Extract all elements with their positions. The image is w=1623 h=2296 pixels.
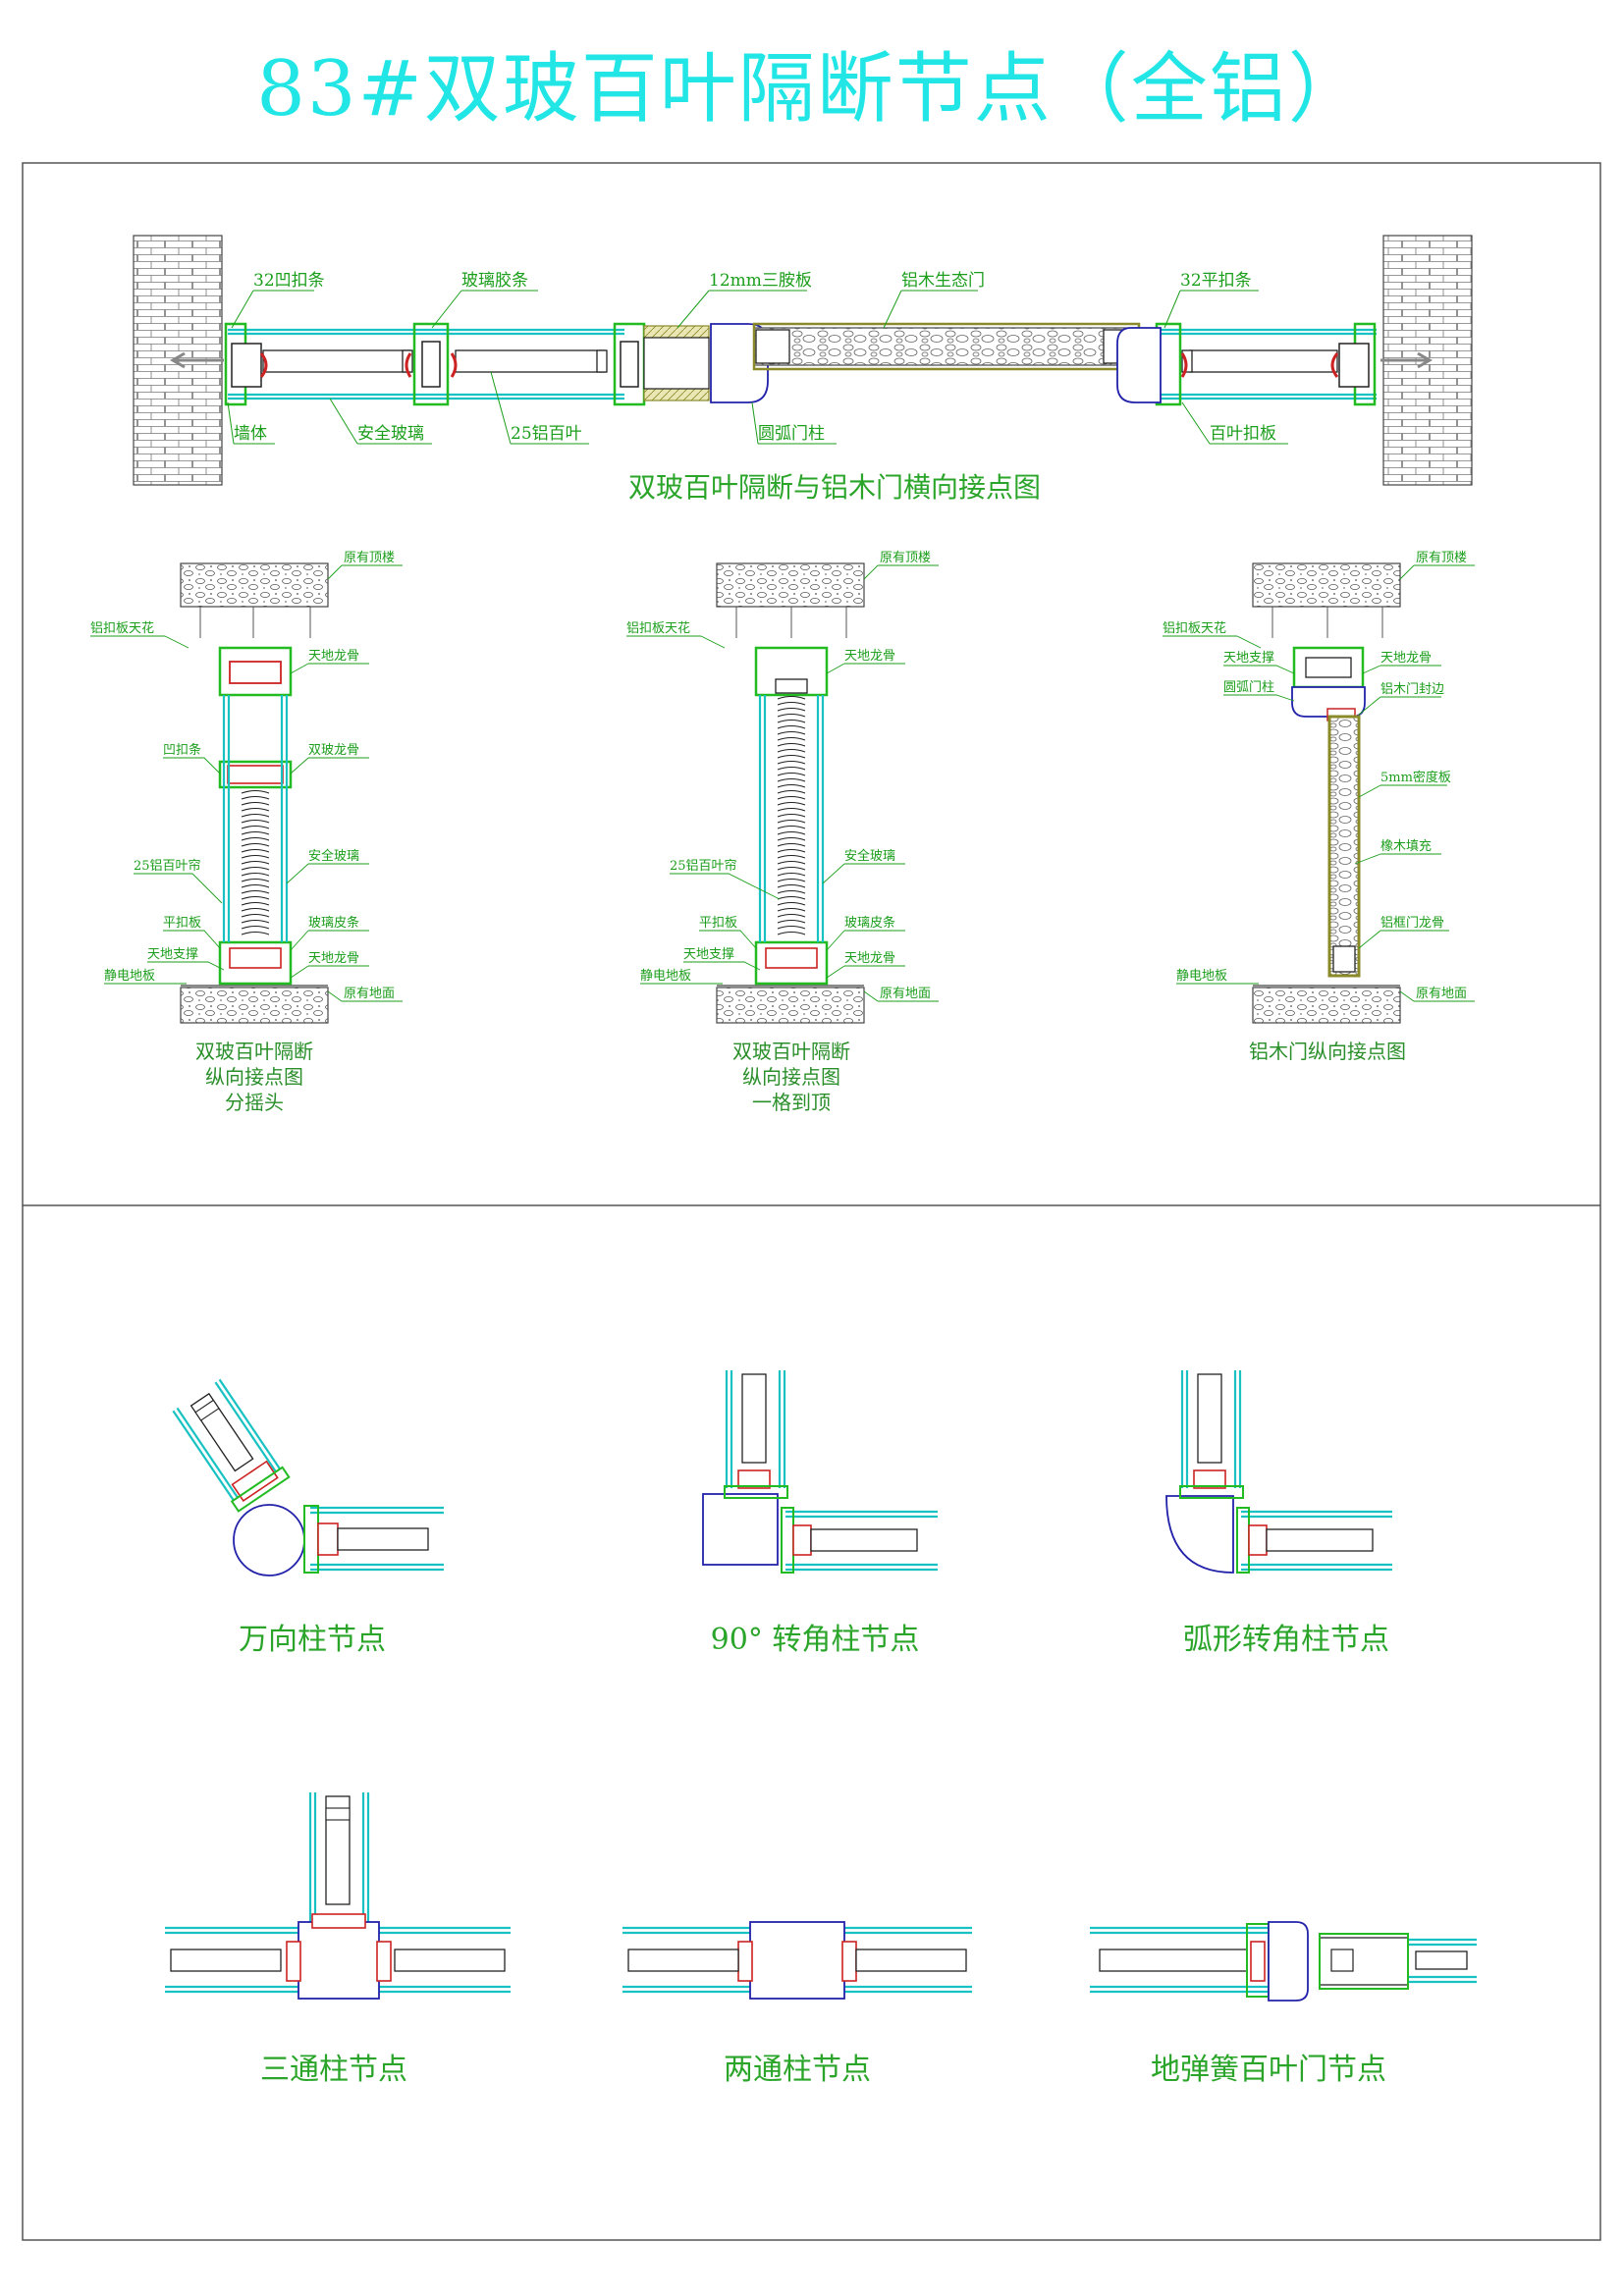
- node-90-corner: 90° 转角柱节点: [702, 1370, 938, 1657]
- s3-caption-0: 铝木门纵向接点图: [1249, 1040, 1406, 1063]
- melamine-board-top: [643, 325, 710, 339]
- label-wall: 墙体: [234, 424, 267, 444]
- door-leaf: [753, 327, 1140, 366]
- melamine-board-bottom: [643, 388, 710, 401]
- s1-label-5: 25铝百叶帘: [134, 858, 201, 874]
- label-12mm-melamine: 12mm三胺板: [709, 271, 812, 291]
- s1-label-12: 原有地面: [344, 987, 395, 1001]
- horizontal-junction-diagram: 32凹扣条 玻璃胶条 12mm三胺板 铝木生态门 32平扣条 墙体 安全玻璃 2…: [133, 235, 1473, 504]
- s2-caption-2: 一格到顶: [752, 1091, 831, 1114]
- s2-label-10: 原有地面: [880, 987, 931, 1001]
- s3-label-1: 铝扣板天花: [1163, 620, 1226, 636]
- node-straight-post: 两通柱节点: [622, 1921, 972, 2087]
- blind-slats: [777, 695, 806, 935]
- vertical-section-2: 原有顶楼 铝扣板天花 天地龙骨 25铝百叶帘 安全玻璃 平扣板 玻璃皮条 天地支…: [626, 551, 939, 1114]
- label-blind-cover-plate: 百叶扣板: [1210, 424, 1276, 444]
- s1-label-1: 铝扣板天花: [90, 620, 154, 636]
- s2-label-0: 原有顶楼: [880, 551, 931, 565]
- s1-label-3: 凹扣条: [163, 742, 201, 758]
- s2-label-5: 平扣板: [699, 916, 737, 931]
- blind-slats: [241, 789, 270, 935]
- s2-label-6: 玻璃皮条: [844, 915, 895, 931]
- s2-label-8: 天地龙骨: [844, 951, 895, 966]
- vertical-section-3: 原有顶楼 铝扣板天花 天地支撑 天地龙骨 圆弧门柱 铝木门封边 5mm密度板 橡…: [1163, 551, 1475, 1063]
- s1-label-8: 玻璃皮条: [308, 915, 359, 931]
- s2-caption-1: 纵向接点图: [742, 1065, 840, 1089]
- s3-label-5: 铝木门封边: [1380, 682, 1444, 697]
- blind-slats: [262, 349, 1338, 373]
- caption-straight-post: 两通柱节点: [724, 2053, 871, 2087]
- s3-label-3: 天地龙骨: [1380, 651, 1432, 666]
- s2-label-1: 铝扣板天花: [626, 620, 690, 636]
- s3-label-2: 天地支撑: [1223, 651, 1274, 666]
- page-title: 83#双玻百叶隔断节点（全铝）: [256, 45, 1367, 133]
- node-arc-corner: 弧形转角柱节点: [1165, 1370, 1392, 1657]
- s3-label-4: 圆弧门柱: [1223, 680, 1274, 695]
- s3-label-0: 原有顶楼: [1416, 551, 1467, 565]
- caption-universal-post: 万向柱节点: [239, 1623, 386, 1657]
- s3-label-10: 原有地面: [1416, 987, 1467, 1001]
- s1-label-11: 静电地板: [104, 969, 155, 984]
- caption-floor-spring-door: 地弹簧百叶门节点: [1151, 2053, 1386, 2087]
- node-t-post: 三通柱节点: [165, 1792, 511, 2087]
- top-caption: 双玻百叶隔断与铝木门横向接点图: [628, 471, 1041, 504]
- s1-label-10: 天地龙骨: [308, 951, 359, 966]
- vertical-section-1: 原有顶楼 铝扣板天花 天地龙骨 凹扣条 双玻龙骨 25铝百叶帘 安全玻璃 平扣板…: [90, 551, 403, 1114]
- s3-label-7: 橡木填充: [1380, 838, 1432, 854]
- s2-label-7: 天地支撑: [683, 947, 734, 962]
- s1-caption-0: 双玻百叶隔断: [195, 1040, 313, 1063]
- s1-caption-2: 分摇头: [225, 1091, 284, 1114]
- s1-label-6: 安全玻璃: [308, 848, 359, 864]
- drawing-frame: [22, 162, 1601, 2241]
- label-25-aluminum-blind: 25铝百叶: [511, 424, 582, 444]
- s1-label-9: 天地支撑: [147, 947, 198, 962]
- s2-label-3: 25铝百叶帘: [670, 858, 737, 874]
- s1-label-2: 天地龙骨: [308, 649, 359, 664]
- label-glass-gasket: 玻璃胶条: [461, 271, 528, 291]
- s1-caption-1: 纵向接点图: [205, 1065, 303, 1089]
- caption-90-corner: 90° 转角柱节点: [711, 1623, 920, 1657]
- caption-t-post: 三通柱节点: [260, 2053, 407, 2087]
- s3-label-8: 铝框门龙骨: [1380, 916, 1444, 931]
- s2-label-4: 安全玻璃: [844, 848, 895, 864]
- right-arc-post: [1116, 327, 1162, 403]
- s1-label-7: 平扣板: [163, 916, 201, 931]
- s1-label-4: 双玻龙骨: [308, 743, 359, 758]
- s3-label-9: 静电地板: [1176, 969, 1227, 984]
- glass-panes: [228, 328, 1377, 400]
- node-universal-post: 万向柱节点: [172, 1378, 444, 1657]
- label-aluminum-wood-door: 铝木生态门: [901, 271, 985, 291]
- s2-caption-0: 双玻百叶隔断: [732, 1040, 850, 1063]
- label-arc-door-post: 圆弧门柱: [758, 424, 825, 444]
- label-safety-glass: 安全玻璃: [357, 424, 424, 444]
- label-32-flat-strip: 32平扣条: [1180, 271, 1252, 291]
- s2-label-2: 天地龙骨: [844, 649, 895, 664]
- node-floor-spring-door: 地弹簧百叶门节点: [1090, 1921, 1477, 2087]
- s1-label-0: 原有顶楼: [344, 551, 395, 565]
- label-32-concave-strip: 32凹扣条: [253, 271, 325, 291]
- s3-label-6: 5mm密度板: [1380, 770, 1451, 785]
- s2-label-9: 静电地板: [640, 969, 691, 984]
- caption-arc-corner: 弧形转角柱节点: [1183, 1623, 1389, 1657]
